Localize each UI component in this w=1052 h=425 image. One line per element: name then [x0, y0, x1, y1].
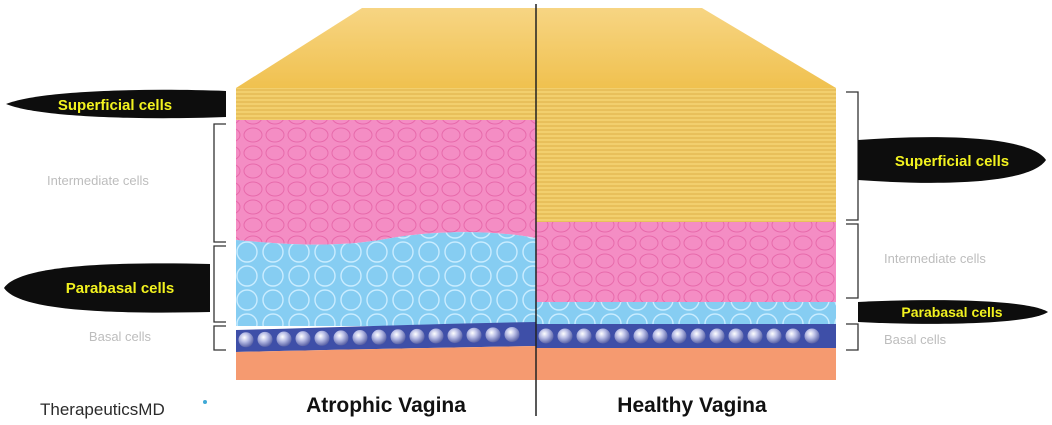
right-brackets: [846, 92, 858, 350]
basal-cell: [672, 329, 687, 344]
therapeuticsmd-logo: TherapeuticsMD: [40, 400, 207, 419]
basal-cell: [596, 329, 611, 344]
basal-cell: [486, 327, 501, 342]
label-left-intermediate: Intermediate cells: [47, 173, 149, 188]
basal-cell: [239, 332, 254, 347]
basal-cell: [258, 332, 273, 347]
bracket-left-parabasal: [214, 246, 226, 322]
label-left-basal: Basal cells: [89, 329, 152, 344]
basal-cell: [577, 329, 592, 344]
basal-cell: [391, 329, 406, 344]
basal-cell: [277, 332, 292, 347]
basal-cell: [710, 329, 725, 344]
label-right-superficial: Superficial cells: [895, 153, 1009, 170]
caption-atrophic: Atrophic Vagina: [306, 394, 466, 417]
logo-text-main: Therapeutics: [40, 400, 138, 419]
bracket-right-intermediate: [846, 224, 858, 298]
basal-cell: [353, 330, 368, 345]
caption-healthy: Healthy Vagina: [617, 394, 767, 417]
label-left-parabasal: Parabasal cells: [66, 280, 174, 297]
basal-cell: [372, 330, 387, 345]
bracket-right-superficial: [846, 92, 858, 220]
basal-cell: [653, 329, 668, 344]
basal-cell: [296, 331, 311, 346]
basal-cell: [558, 329, 573, 344]
basal-cell: [539, 329, 554, 344]
basal-cell: [729, 329, 744, 344]
basal-cell: [429, 329, 444, 344]
basal-cell: [691, 329, 706, 344]
label-right-parabasal: Parabasal cells: [901, 304, 1002, 320]
healthy-basal-cells: [539, 329, 820, 344]
bracket-left-intermediate: [214, 124, 226, 242]
healthy-submucosa: [536, 348, 836, 380]
label-right-intermediate: Intermediate cells: [884, 251, 986, 266]
basal-cell: [505, 327, 520, 342]
label-right-basal: Basal cells: [884, 332, 947, 347]
basal-cell: [634, 329, 649, 344]
basal-cell: [615, 329, 630, 344]
label-left-superficial: Superficial cells: [58, 97, 172, 114]
basal-cell: [315, 331, 330, 346]
bracket-left-basal: [214, 326, 226, 350]
basal-cell: [748, 329, 763, 344]
basal-cell: [448, 328, 463, 343]
basal-cell: [805, 329, 820, 344]
bracket-right-basal: [846, 324, 858, 350]
svg-text:TherapeuticsMD: TherapeuticsMD: [40, 400, 165, 419]
basal-cell: [467, 328, 482, 343]
logo-text-suffix: MD: [138, 400, 164, 419]
basal-cell: [410, 329, 425, 344]
atrophic-submucosa: [236, 346, 536, 380]
basal-cell: [767, 329, 782, 344]
basal-cell: [334, 330, 349, 345]
left-brackets: [214, 124, 226, 350]
basal-cell: [786, 329, 801, 344]
